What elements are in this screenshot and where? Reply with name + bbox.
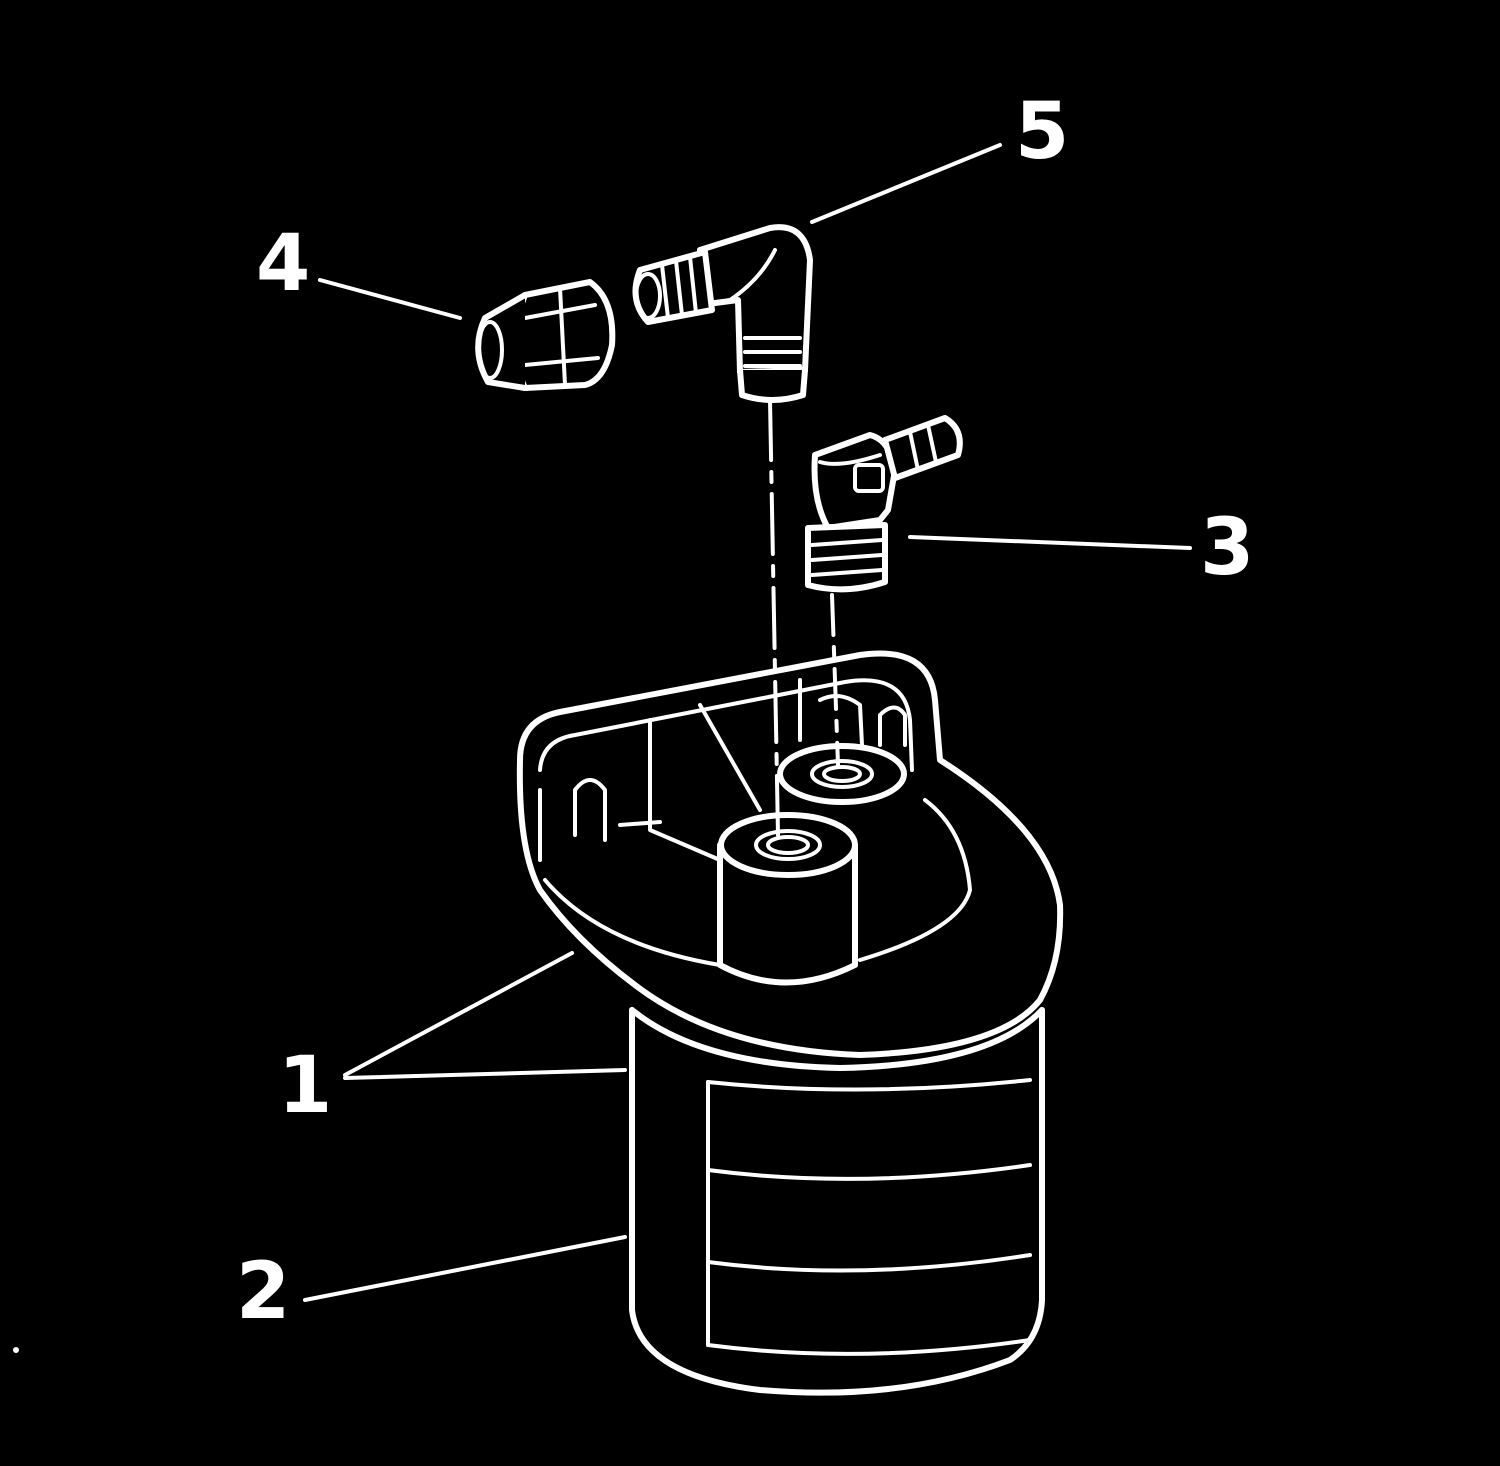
leader-1a — [343, 951, 574, 1077]
leader-5 — [810, 143, 1002, 224]
callout-4: 4 — [256, 219, 310, 309]
callout-2: 2 — [236, 1247, 290, 1337]
callout-1: 1 — [278, 1041, 332, 1131]
callout-labels: 1 2 3 4 5 — [236, 87, 1254, 1337]
leader-3 — [908, 535, 1192, 550]
leader-4 — [318, 278, 462, 320]
speck-mark — [13, 1347, 19, 1353]
flare-nut-part4 — [475, 279, 616, 391]
assembly-centerlines — [768, 398, 840, 837]
filter-head — [516, 650, 1064, 1058]
callout-3: 3 — [1200, 503, 1254, 593]
callout-5: 5 — [1015, 87, 1069, 177]
filter-canister — [629, 1007, 1045, 1396]
leader-1b — [343, 1068, 627, 1080]
hose-barb-elbow-part3 — [805, 415, 963, 593]
leader-2 — [303, 1235, 627, 1302]
elbow-fitting-part5 — [632, 224, 813, 403]
callout-leaders — [303, 143, 1192, 1302]
